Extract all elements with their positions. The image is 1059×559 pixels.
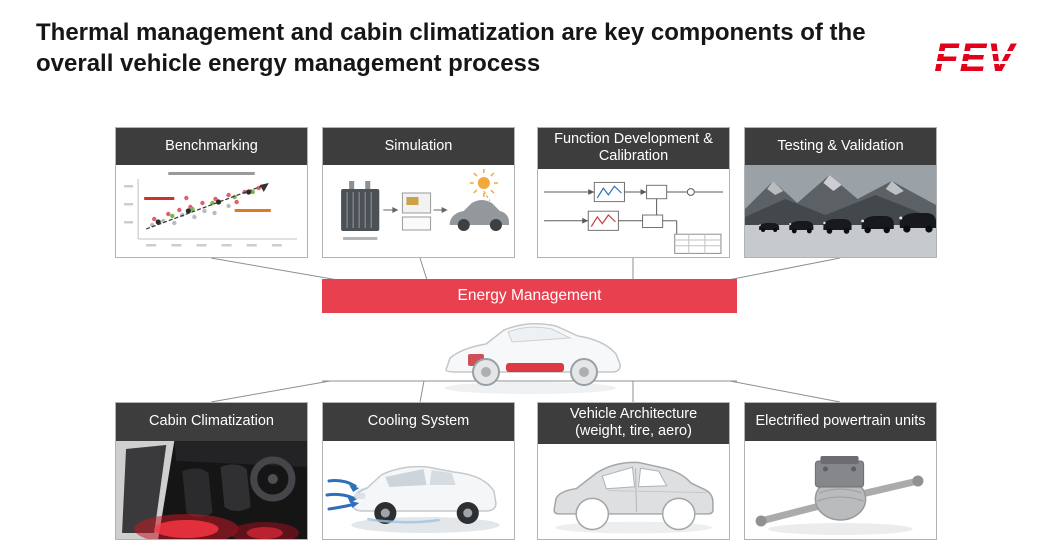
card-vehicle-architecture-header: Vehicle Architecture (weight, tire, aero… bbox=[538, 403, 729, 444]
slide-title: Thermal management and cabin climatizati… bbox=[36, 18, 896, 79]
benchmarking-chart-image bbox=[116, 165, 307, 257]
function-development-diagram-image bbox=[538, 168, 729, 257]
electrified-powertrain-image bbox=[745, 441, 936, 539]
card-simulation-label: Simulation bbox=[384, 137, 453, 154]
cabin-climatization-photo bbox=[116, 441, 307, 539]
card-vehicle-architecture-label: Vehicle Architecture (weight, tire, aero… bbox=[569, 406, 698, 440]
card-vehicle-architecture: Vehicle Architecture (weight, tire, aero… bbox=[537, 402, 730, 540]
card-cooling-system-label: Cooling System bbox=[367, 413, 470, 430]
card-benchmarking: Benchmarking bbox=[115, 127, 308, 258]
card-cabin-climatization: Cabin Climatization bbox=[115, 402, 308, 540]
card-simulation-header: Simulation bbox=[323, 128, 514, 165]
card-testing-validation-label: Testing & Validation bbox=[777, 137, 904, 154]
card-benchmarking-label: Benchmarking bbox=[165, 137, 258, 154]
card-cabin-climatization-header: Cabin Climatization bbox=[116, 403, 307, 441]
card-function-development-header: Function Development & Calibration bbox=[538, 128, 729, 169]
card-function-development-label: Function Development & Calibration bbox=[554, 131, 713, 165]
energy-management-banner: Energy Management bbox=[322, 279, 737, 313]
card-testing-validation-header: Testing & Validation bbox=[745, 128, 936, 165]
card-benchmarking-header: Benchmarking bbox=[116, 128, 307, 165]
card-function-development: Function Development & Calibration bbox=[537, 127, 730, 258]
testing-validation-photo bbox=[745, 165, 936, 257]
card-electrified-powertrain-header: Electrified powertrain units bbox=[745, 403, 936, 441]
card-cooling-system: Cooling System bbox=[322, 402, 515, 540]
card-cabin-climatization-label: Cabin Climatization bbox=[149, 413, 274, 430]
card-cooling-system-header: Cooling System bbox=[323, 403, 514, 441]
slide-title-line2: overall vehicle energy management proces… bbox=[36, 49, 541, 77]
fev-logo-text: FEV bbox=[934, 36, 1015, 80]
slide-title-line1: Thermal management and cabin climatizati… bbox=[36, 19, 866, 46]
card-electrified-powertrain-label: Electrified powertrain units bbox=[755, 413, 926, 430]
vehicle-architecture-image bbox=[538, 443, 729, 539]
energy-management-label: Energy Management bbox=[457, 287, 602, 304]
simulation-diagram-image bbox=[323, 165, 514, 257]
vehicle-illustration bbox=[428, 308, 632, 400]
card-simulation: Simulation bbox=[322, 127, 515, 258]
cooling-system-image bbox=[323, 441, 514, 539]
card-electrified-powertrain: Electrified powertrain units bbox=[744, 402, 937, 540]
card-testing-validation: Testing & Validation bbox=[744, 127, 937, 258]
fev-logo: FEV bbox=[930, 36, 1019, 80]
